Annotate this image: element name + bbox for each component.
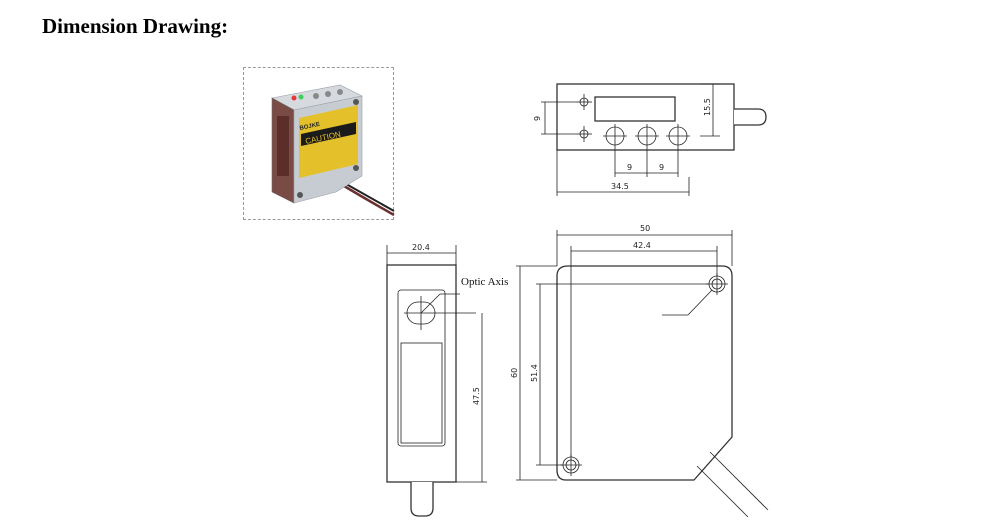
mount-hole-bottom <box>579 129 589 139</box>
side-screw-bottom <box>562 456 580 474</box>
dim-height-51-4: 51.4 <box>530 364 539 382</box>
side-view-body <box>556 265 733 481</box>
sensor-photo-illustration: CAUTION BOJKE <box>271 84 395 217</box>
front-lens-frame <box>397 289 446 447</box>
page-title: Dimension Drawing: <box>42 14 229 38</box>
product-photo: CAUTION BOJKE <box>243 67 395 220</box>
brand-text: BOJKE <box>299 122 320 132</box>
side-screw-top <box>708 275 726 293</box>
connector-stub <box>734 108 767 126</box>
optic-axis-label: Optic Axis <box>461 276 508 288</box>
button-1 <box>605 126 625 146</box>
receiver-window <box>400 342 443 444</box>
front-view-body <box>386 264 457 483</box>
mount-hole-top <box>579 97 589 107</box>
dim-height-60: 60 <box>510 368 519 378</box>
button-3 <box>668 126 688 146</box>
side-view: 50 42.4 60 51.4 <box>510 224 769 518</box>
dim-pitch-a: 9 <box>627 163 632 172</box>
dim-width-50: 50 <box>640 224 650 233</box>
front-cable-stub <box>410 482 434 517</box>
dim-height-47-5: 47.5 <box>472 387 481 405</box>
cable-line-2 <box>709 451 769 511</box>
dim-width-34-5: 34.5 <box>611 182 629 191</box>
dim-left-9: 9 <box>533 116 542 121</box>
top-view: 9 15.5 9 9 34.5 <box>533 83 767 196</box>
button-2 <box>637 126 657 146</box>
front-view: Optic Axis 20.4 47.5 <box>386 243 508 517</box>
dim-width-42-4: 42.4 <box>633 241 651 250</box>
cable-line-1 <box>696 465 749 518</box>
dim-height-15-5: 15.5 <box>703 98 712 116</box>
dim-pitch-b: 9 <box>659 163 664 172</box>
top-view-body <box>556 83 735 151</box>
emitter-slot <box>406 301 436 325</box>
display-window <box>594 96 676 122</box>
dim-width-20-4: 20.4 <box>412 243 430 252</box>
